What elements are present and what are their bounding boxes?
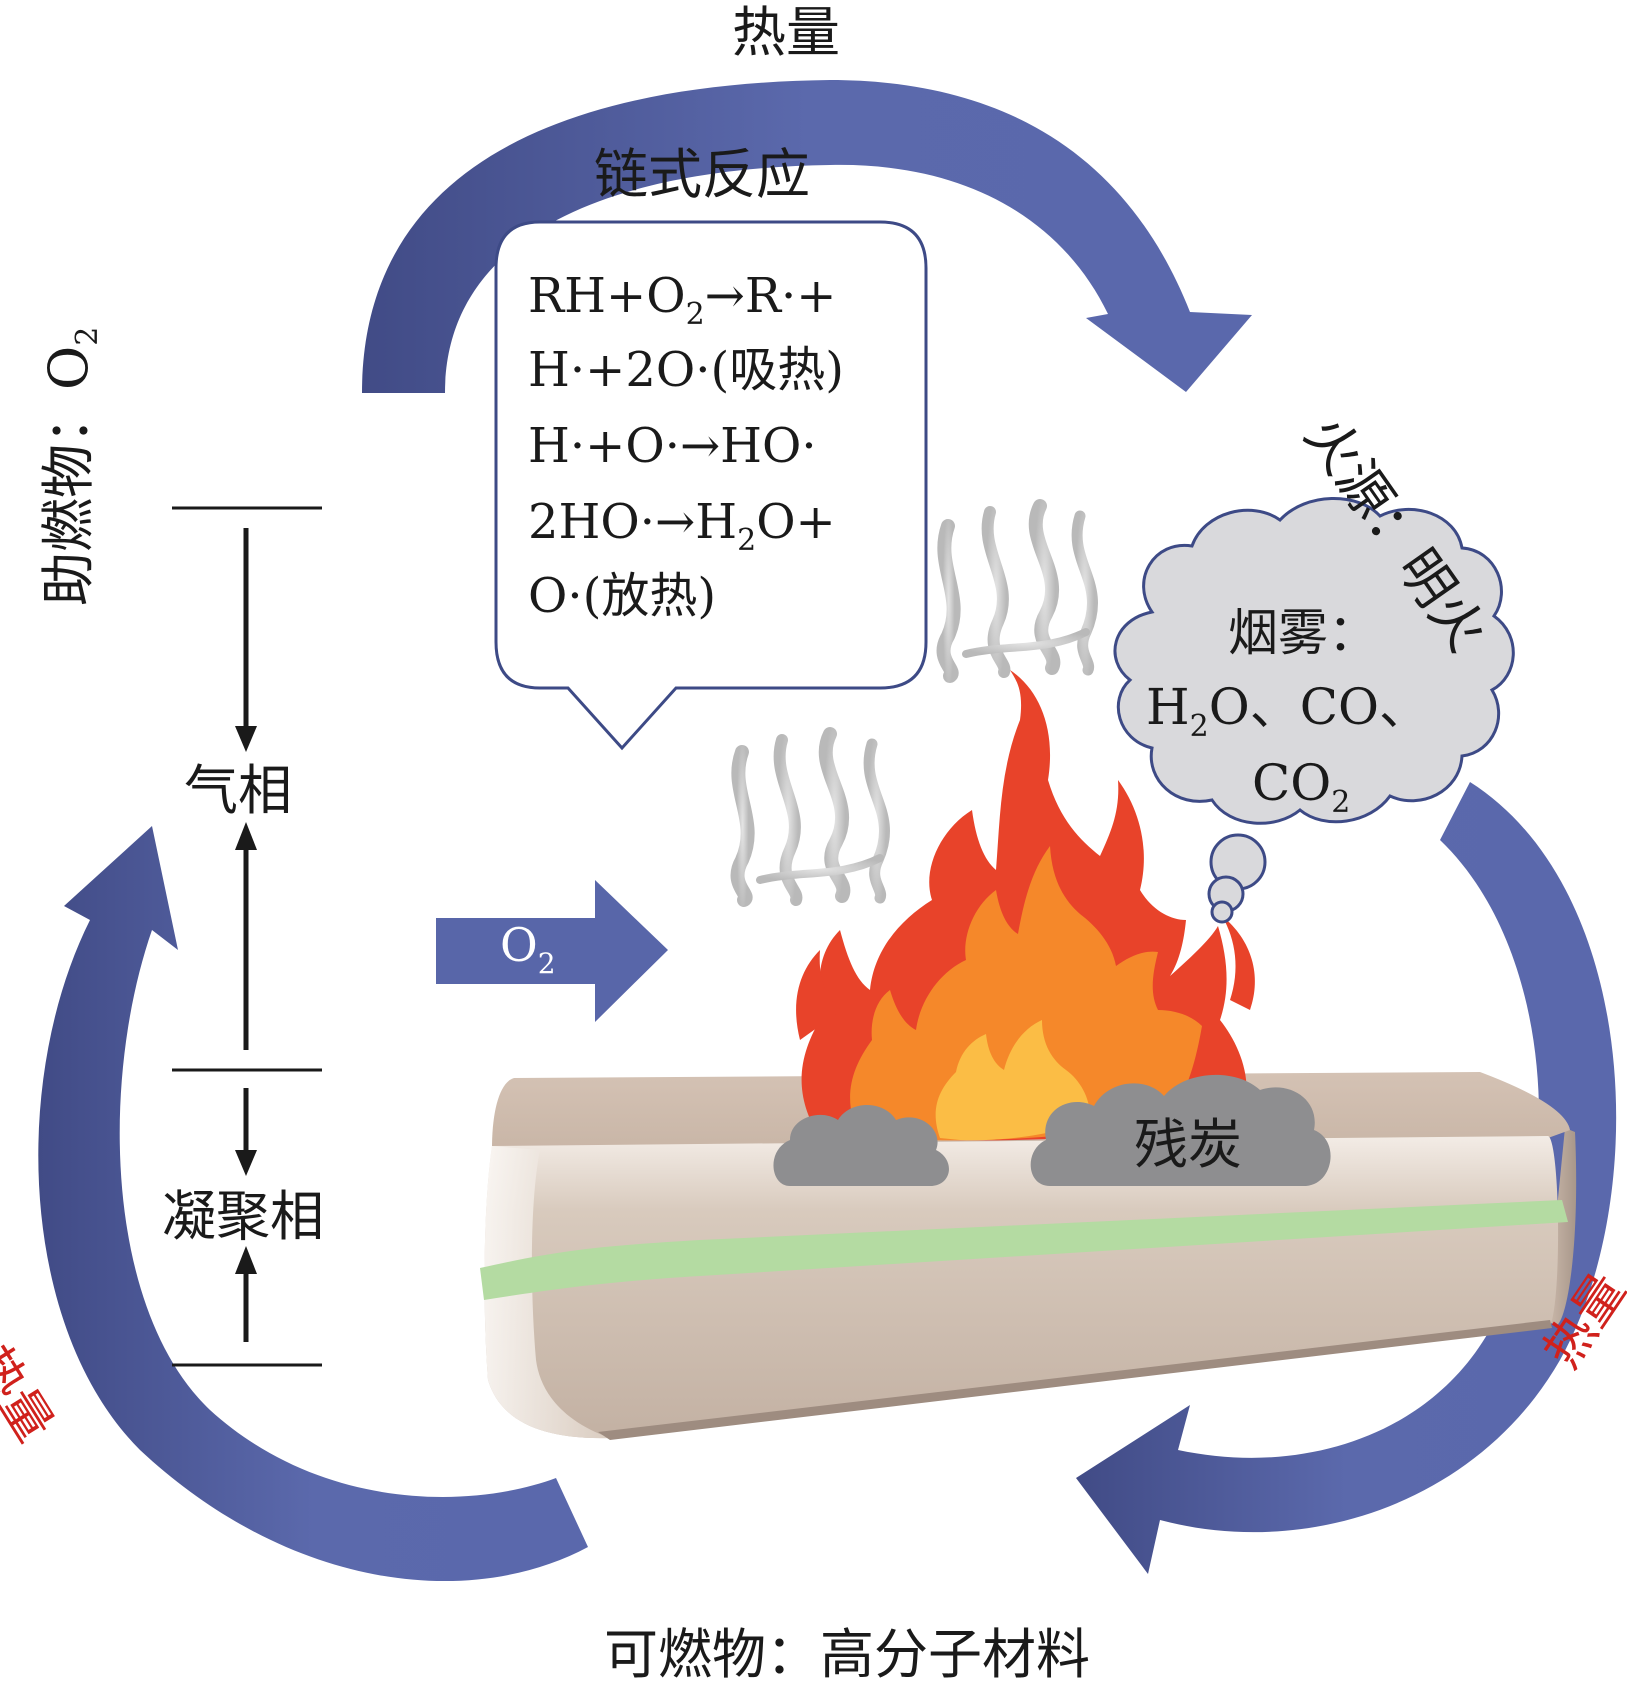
smoke-line-3: CO2 — [1252, 754, 1351, 820]
chain-reaction-title: 链式反应 — [594, 143, 810, 206]
smoke-wisp-left — [730, 727, 890, 907]
o2-supply-arrow — [436, 880, 668, 1022]
material-slab-lower-edge — [598, 1320, 1552, 1440]
flame-middle — [850, 846, 1202, 1141]
reaction-line-3: H·+O·→HO· — [528, 418, 817, 474]
heat-arrow-top — [362, 80, 1252, 393]
arrow-up-to-condensed — [235, 1246, 257, 1342]
reaction-line-1: RH+O2→R·+ — [528, 268, 837, 332]
flame-tongue-left — [796, 950, 842, 1040]
smoke-title: 烟雾： — [1228, 604, 1378, 662]
smoke-line-2: H2O、CO、 — [1146, 678, 1429, 744]
combustible-label: 可燃物：高分子材料 — [604, 1623, 1090, 1686]
smoke-cloud-bubble-3 — [1210, 900, 1234, 924]
oxidizer-label: 助燃物：O2 — [37, 326, 105, 606]
arrow-down-to-gas — [235, 528, 257, 752]
condensed-phase-label: 凝聚相 — [162, 1185, 324, 1248]
o2-arrow-label: O2 — [500, 918, 556, 980]
arrow-down-to-condensed — [235, 1088, 257, 1176]
heat-label-top: 热量 — [732, 1, 840, 64]
gas-phase-label: 气相 — [184, 759, 292, 822]
smoke-cloud — [1113, 497, 1515, 825]
char-residue-left — [773, 1105, 949, 1186]
material-slab-left-edge — [484, 1146, 610, 1439]
reaction-line-5: O·(放热) — [528, 568, 717, 624]
smoke-wisp-right — [936, 499, 1098, 683]
arrow-up-to-gas — [235, 822, 257, 1050]
reaction-line-4: 2HO·→H2O+ — [528, 494, 836, 558]
flame-core — [935, 1020, 1090, 1141]
char-residue-label: 残炭 — [1134, 1113, 1242, 1176]
chain-reaction-bubble — [494, 220, 928, 751]
flame-tongue-right — [1222, 916, 1255, 1010]
reaction-line-2: H·+2O·(吸热) — [528, 342, 844, 398]
material-slab-stripe — [480, 1200, 1568, 1300]
material-slab-front — [484, 1136, 1559, 1439]
heat-arrow-left — [38, 826, 589, 1582]
char-residue-right — [1030, 1074, 1331, 1186]
heat-arrow-right — [1076, 782, 1617, 1574]
